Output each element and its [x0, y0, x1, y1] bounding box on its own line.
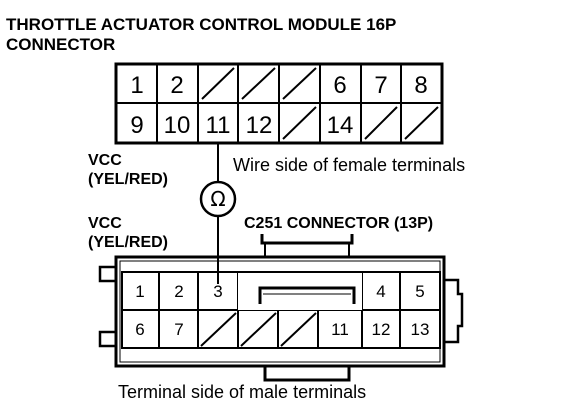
top-pin-14: 14 [327, 112, 354, 139]
bottom-pin-1: 1 [135, 282, 144, 301]
bottom-pin-7: 7 [174, 320, 183, 339]
bottom-connector-caption: Terminal side of male terminals [118, 382, 366, 402]
bottom-empty-slot [240, 312, 277, 347]
top-pin-10: 10 [164, 112, 191, 139]
top-pin-12: 12 [246, 112, 273, 139]
title-line-2: CONNECTOR [6, 35, 115, 54]
center-key [258, 286, 356, 304]
connector-latch-top [260, 234, 354, 245]
bottom-empty-slot [200, 312, 237, 347]
top-empty-slot [282, 67, 317, 100]
top-pin-9: 9 [130, 112, 143, 139]
left-tab-bottom [98, 330, 116, 348]
bottom-pin-5: 5 [415, 282, 424, 301]
right-latch [444, 278, 464, 344]
top-empty-slot [364, 106, 398, 140]
top-pin-7: 7 [374, 72, 387, 99]
top-pin-2: 2 [170, 72, 183, 99]
top-pin-11: 11 [206, 112, 231, 139]
probe-top-label-1: VCC [88, 152, 122, 169]
top-pin-8: 8 [414, 72, 427, 99]
top-empty-slot [404, 106, 439, 140]
bottom-pin-11: 11 [331, 320, 349, 339]
bottom-pin-3: 3 [213, 282, 222, 301]
top-connector: 1 2 6 7 8 9 10 11 12 14 [114, 62, 444, 145]
bottom-pin-6: 6 [135, 320, 144, 339]
connector-latch-bottom [263, 366, 351, 382]
bottom-pin-4: 4 [376, 282, 385, 301]
bottom-connector: 1 2 3 4 5 6 7 11 12 13 [98, 255, 464, 382]
bottom-pin-13: 13 [411, 320, 430, 339]
left-tab-top [98, 265, 116, 283]
bottom-empty-slot [280, 312, 317, 347]
top-empty-slot [241, 67, 276, 100]
ohm-symbol: Ω [210, 187, 225, 211]
top-empty-slot [282, 106, 317, 140]
top-empty-slot [201, 67, 235, 100]
bottom-connector-name: C251 CONNECTOR (13P) [244, 215, 433, 232]
top-connector-caption: Wire side of female terminals [233, 155, 465, 175]
top-pin-1: 1 [130, 72, 143, 99]
bottom-pin-12: 12 [372, 320, 391, 339]
probe-bottom-label-1: VCC [88, 215, 122, 232]
title-line-1: THROTTLE ACTUATOR CONTROL MODULE 16P [6, 15, 396, 34]
probe-top-label-2: (YEL/RED) [88, 171, 168, 188]
probe-bottom-label-2: (YEL/RED) [88, 234, 168, 251]
top-pin-6: 6 [333, 72, 346, 99]
bottom-connector-housing [114, 255, 446, 368]
bottom-pin-2: 2 [174, 282, 183, 301]
